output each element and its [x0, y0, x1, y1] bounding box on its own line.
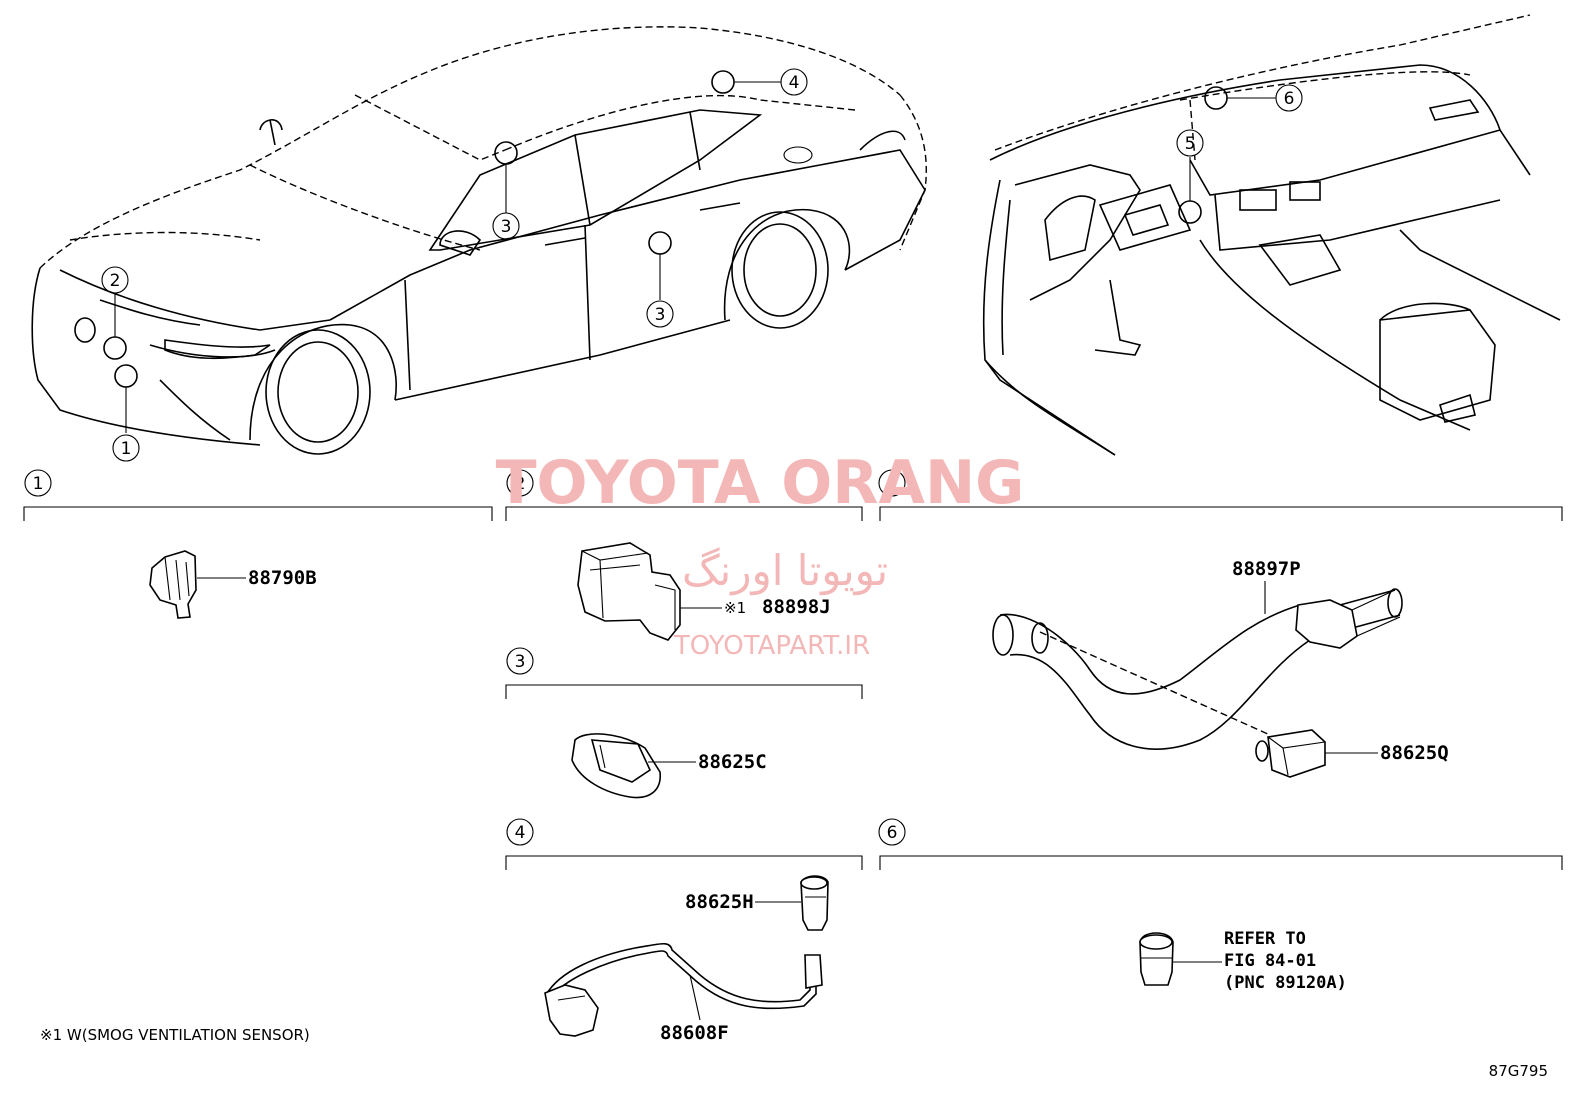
- callout-3-lower: 3: [646, 300, 674, 328]
- svg-text:4: 4: [789, 73, 800, 93]
- svg-text:TOYOTAPART.IR: TOYOTAPART.IR: [673, 631, 870, 661]
- svg-text:(PNC 89120A): (PNC 89120A): [1224, 973, 1347, 993]
- part-88897P: 88897P: [992, 558, 1403, 750]
- refer-to-note: REFER TO FIG 84-01 (PNC 89120A): [1224, 929, 1347, 993]
- diagram-id: 87G795: [1489, 1062, 1548, 1080]
- section-6-part: [1139, 932, 1222, 986]
- callout-5: 5: [1176, 129, 1204, 157]
- svg-text:※1: ※1: [724, 599, 746, 617]
- section-5-header: 5: [878, 469, 1563, 521]
- svg-text:2: 2: [110, 271, 121, 291]
- svg-text:6: 6: [1284, 89, 1295, 109]
- svg-text:3: 3: [501, 217, 512, 237]
- svg-text:88790B: 88790B: [248, 567, 317, 589]
- callout-2: 2: [101, 266, 129, 294]
- section-4-header: 4: [505, 818, 863, 870]
- svg-text:88625H: 88625H: [685, 891, 754, 913]
- part-88608F: 88608F: [544, 942, 823, 1044]
- svg-text:1: 1: [33, 474, 44, 494]
- section-3-header: 3: [505, 647, 863, 699]
- svg-text:TOYOTA ORANG: TOYOTA ORANG: [496, 448, 1025, 518]
- svg-text:88625Q: 88625Q: [1380, 742, 1449, 764]
- car-interior-illustration: [982, 14, 1561, 456]
- part-88625H: 88625H: [685, 875, 829, 931]
- svg-text:88625C: 88625C: [698, 751, 767, 773]
- svg-text:88897P: 88897P: [1232, 558, 1301, 580]
- section-2-header: 2: [505, 469, 863, 521]
- svg-text:3: 3: [655, 305, 666, 325]
- part-88625Q: 88625Q: [1255, 729, 1449, 778]
- svg-text:1: 1: [121, 439, 132, 459]
- callout-1: 1: [112, 434, 140, 462]
- svg-text:تویوتا اورنگ: تویوتا اورنگ: [682, 546, 888, 595]
- svg-text:4: 4: [515, 823, 526, 843]
- callout-6: 6: [1275, 84, 1303, 112]
- part-88898J: ※1 88898J: [577, 542, 831, 641]
- svg-text:REFER TO: REFER TO: [1224, 929, 1306, 949]
- svg-text:88608F: 88608F: [660, 1022, 729, 1044]
- svg-text:FIG 84-01: FIG 84-01: [1224, 951, 1316, 971]
- watermark: TOYOTA ORANG تویوتا اورنگ TOYOTAPART.IR: [496, 448, 1025, 661]
- svg-text:2: 2: [515, 474, 526, 494]
- svg-text:88898J: 88898J: [762, 596, 831, 618]
- car-exterior-illustration: [31, 26, 927, 455]
- footnote: ※1 W(SMOG VENTILATION SENSOR): [40, 1026, 310, 1044]
- svg-text:5: 5: [887, 474, 898, 494]
- part-88790B: 88790B: [149, 550, 317, 619]
- section-1-header: 1: [23, 469, 493, 521]
- callout-4: 4: [780, 68, 808, 96]
- svg-text:6: 6: [887, 823, 898, 843]
- svg-text:3: 3: [515, 652, 526, 672]
- part-88625C: 88625C: [571, 733, 767, 799]
- callout-3-upper: 3: [492, 212, 520, 240]
- svg-text:5: 5: [1185, 134, 1196, 154]
- section-6-header: 6: [878, 818, 1563, 870]
